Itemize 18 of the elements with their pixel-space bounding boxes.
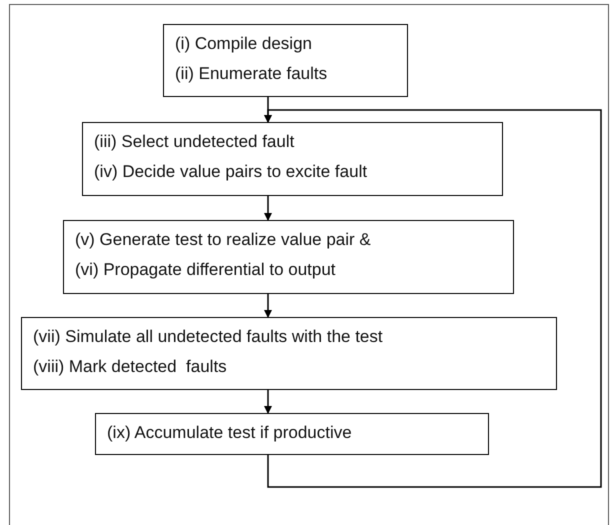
arrow <box>264 196 272 221</box>
step-text: (iv) Decide value pairs to excite fault <box>94 161 368 183</box>
process-box <box>95 413 489 455</box>
arrow <box>264 390 272 414</box>
process-box <box>82 122 503 196</box>
step-text: (vii) Simulate all undetected faults with the test <box>33 326 384 348</box>
process-box <box>21 317 557 390</box>
step-text: (iii) Select undetected fault <box>94 131 296 153</box>
arrow <box>264 109 602 488</box>
process-box <box>163 24 408 97</box>
step-text: (v) Generate test to realize value pair & <box>75 229 372 251</box>
step-text: (i) Compile design <box>175 33 313 55</box>
step-text: (ii) Enumerate faults <box>175 63 328 85</box>
arrow <box>264 294 272 318</box>
step-text: (vi) Propagate differential to output <box>75 259 337 281</box>
step-text: (viii) Mark detected faults <box>33 356 228 378</box>
step-text: (ix) Accumulate test if productive <box>107 422 353 444</box>
process-box <box>63 220 514 294</box>
